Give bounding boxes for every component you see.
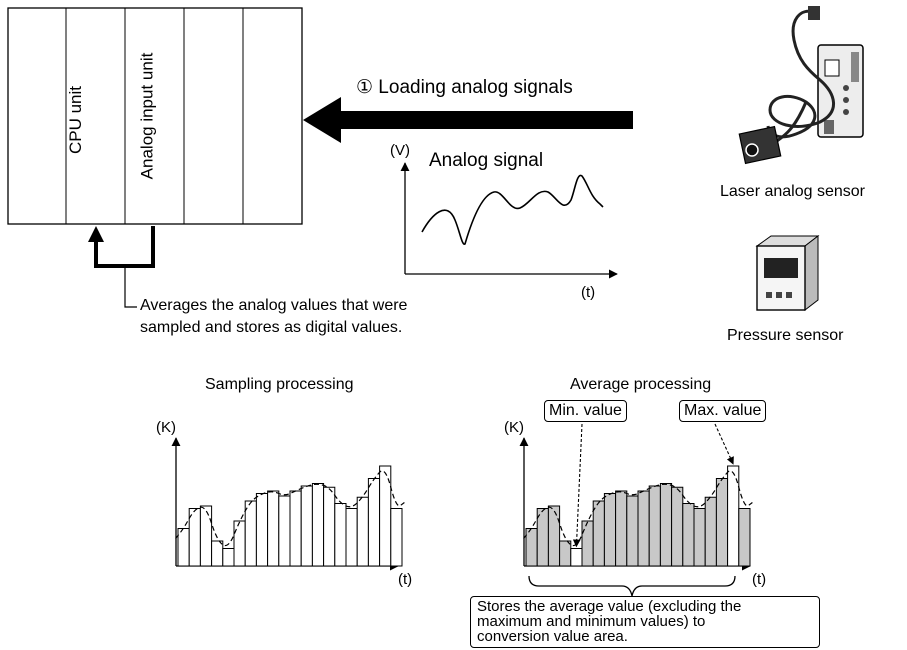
stores-note-line-2: maximum and minimum values) to (477, 613, 706, 630)
laser-sensor-label: Laser analog sensor (720, 183, 865, 200)
analog-x-axis-label: (t) (581, 284, 596, 301)
stores-note: Stores the average value (excluding the … (470, 596, 820, 648)
sample-bar (715, 478, 729, 567)
sample-bar (547, 505, 561, 567)
sample-bar (356, 496, 369, 567)
sample-bar (233, 520, 246, 567)
laser-sensor-illustration (738, 6, 864, 165)
sample-bar (390, 508, 403, 567)
sample-bar (592, 500, 605, 567)
max-value-callout: Max. value (679, 400, 767, 422)
sample-bar (199, 505, 213, 567)
analog-signal-label: Analog signal (429, 150, 544, 171)
sample-bar (682, 503, 695, 567)
sample-bar (671, 486, 684, 567)
max-value-pointer (714, 423, 734, 465)
sample-bar (648, 485, 661, 567)
sample-bar (244, 500, 257, 567)
sample-bar (267, 490, 280, 567)
sample-bar (323, 486, 336, 567)
sampling-trend-line (175, 470, 405, 547)
sample-bar (211, 540, 224, 567)
sample-bar (278, 495, 291, 567)
sample-bar (637, 490, 650, 567)
sample-bar (525, 528, 538, 567)
sampling-x-axis-label: (t) (398, 571, 413, 588)
sample-bar (626, 495, 639, 567)
sample-bar (300, 485, 313, 567)
averages-note-line-1: Averages the analog values that were (140, 297, 408, 314)
sample-bar (289, 490, 302, 567)
analog-signal-graph (400, 162, 618, 279)
sample-bar (581, 520, 594, 567)
average-range-brace (528, 575, 736, 597)
sample-bar (570, 548, 583, 567)
sample-bar (704, 496, 717, 567)
sample-bar (188, 508, 201, 567)
sampling-y-axis-label: (K) (156, 419, 176, 436)
pressure-sensor-label: Pressure sensor (727, 327, 844, 344)
pressure-sensor-illustration (755, 234, 820, 312)
cpu-unit-label: CPU unit (66, 85, 86, 155)
sample-bar (536, 508, 549, 567)
averages-note-line-2: sampled and stores as digital values. (140, 319, 403, 336)
analog-y-axis-label: (V) (390, 142, 410, 159)
sampling-bars (177, 465, 403, 567)
analog-input-unit-label: Analog input unit (137, 52, 157, 180)
sampling-chart-title: Sampling processing (205, 376, 354, 393)
sample-bar (334, 503, 347, 567)
sample-bar (177, 528, 190, 567)
sample-bar (659, 483, 673, 567)
average-x-axis-label: (t) (752, 571, 767, 588)
sample-bar (738, 508, 751, 567)
sample-bar (345, 508, 358, 567)
sample-bar (222, 548, 235, 567)
sample-bar (311, 483, 325, 567)
average-y-axis-label: (K) (504, 419, 524, 436)
plc-rack (7, 7, 303, 225)
min-value-callout: Min. value (544, 400, 627, 422)
sample-bar (603, 493, 617, 567)
stores-note-line-3: conversion value area. (477, 628, 628, 645)
average-bars (525, 465, 751, 567)
average-chart (519, 423, 753, 597)
feedback-bracket (88, 226, 155, 308)
analog-signal-curve (421, 174, 604, 245)
sample-bar (559, 540, 572, 567)
average-chart-title: Average processing (570, 376, 712, 393)
min-value-pointer (572, 423, 583, 548)
loading-arrow-label: ① Loading analog signals (356, 77, 573, 98)
stores-note-line-1: Stores the average value (excluding the (477, 598, 742, 615)
sample-bar (615, 490, 628, 567)
sample-bar (367, 478, 381, 567)
loading-arrow (303, 97, 633, 143)
sample-bar (693, 508, 706, 567)
sampling-chart (171, 437, 405, 571)
average-trend-line (523, 470, 753, 547)
sample-bar (255, 493, 269, 567)
